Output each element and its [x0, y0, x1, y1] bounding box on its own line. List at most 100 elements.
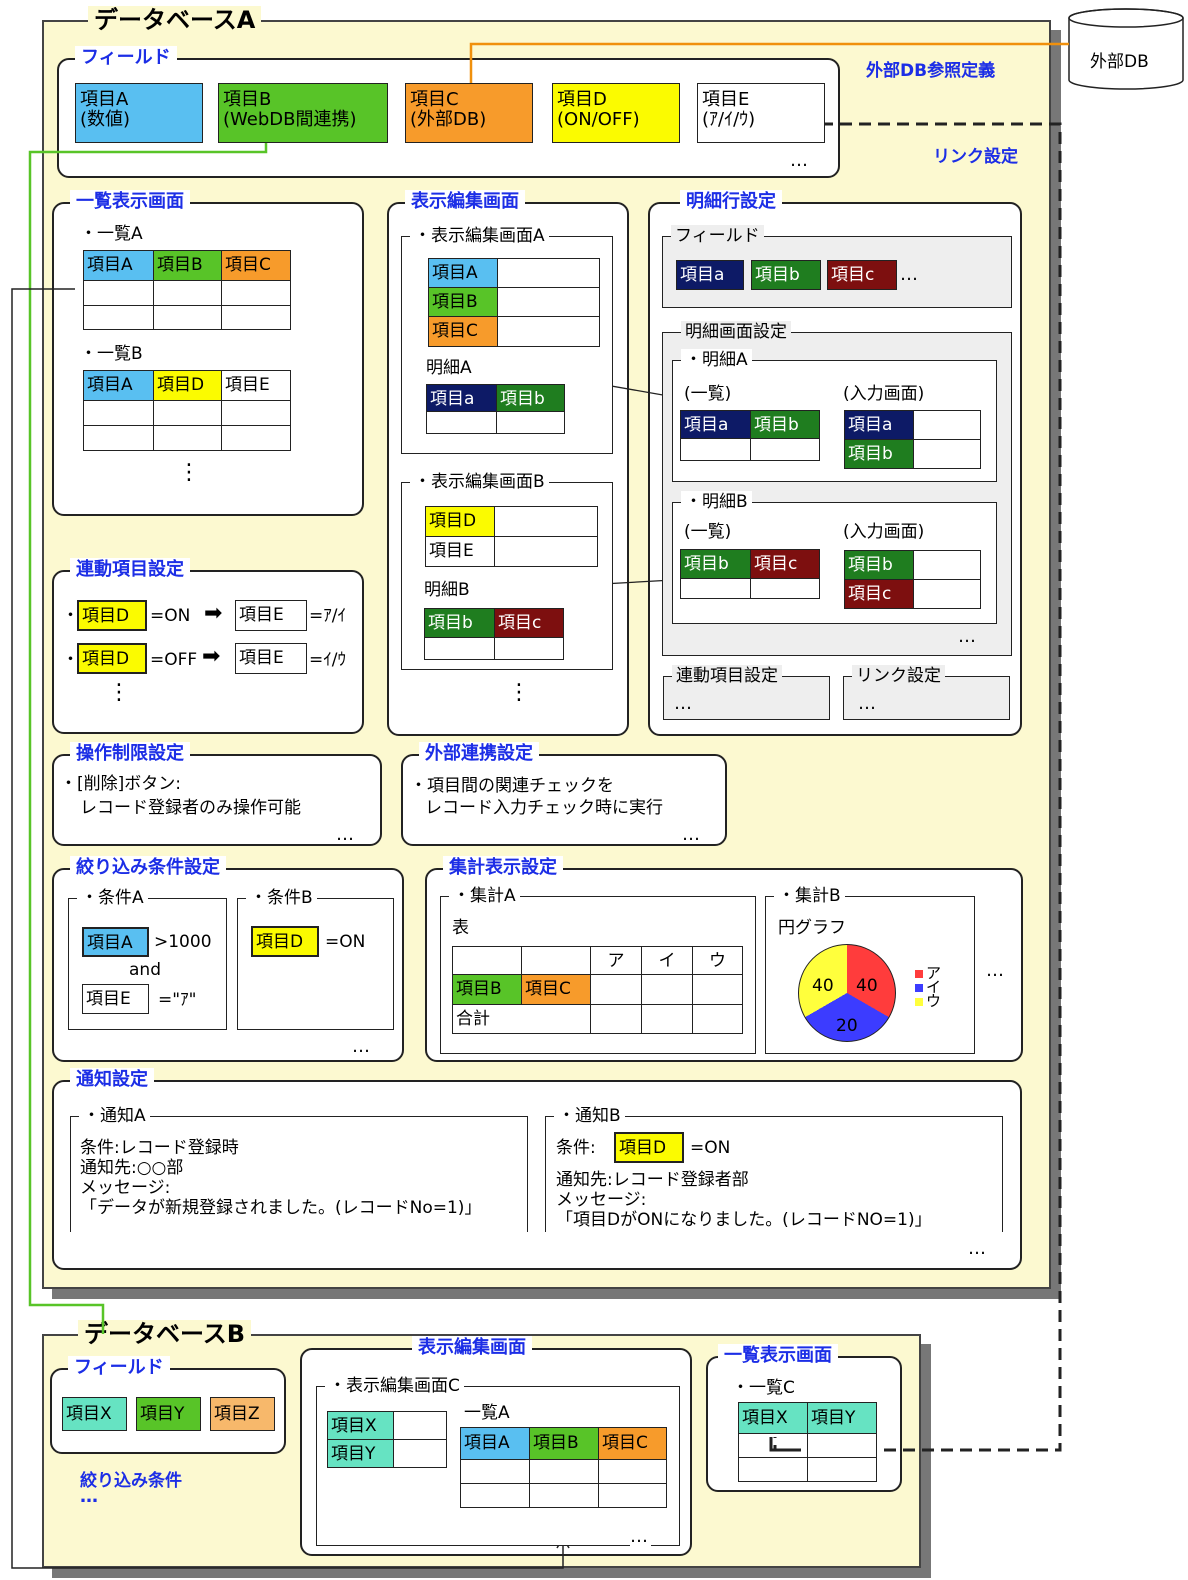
aggregate-table-cell: [452, 946, 522, 975]
operation-more: …: [336, 824, 357, 845]
filter-more: …: [352, 1036, 373, 1057]
edit-b-detail-header-2: 項目c: [494, 608, 564, 638]
db-b-filter-more: …: [80, 1486, 101, 1507]
detail-a-input-label: (入力画面): [843, 384, 925, 404]
detail-a-input-field-1: 項目a: [844, 410, 914, 440]
edit-screen-a-label: ・表示編集画面A: [410, 225, 549, 247]
detail-linked-label: 連動項目設定: [672, 665, 782, 687]
edit-a-value-3[interactable]: [497, 316, 600, 347]
external-def-label: 外部DB参照定義: [866, 61, 996, 81]
edit-c-field-x: 項目X: [327, 1411, 394, 1440]
detail-b-input-label: (入力画面): [843, 522, 925, 542]
detail-field-c: 項目c: [827, 260, 897, 290]
list-a-header-1: 項目A: [83, 250, 154, 281]
pie-label-i: 20: [836, 1016, 858, 1036]
field-a[interactable]: 項目A (数値): [75, 83, 203, 143]
detail-link-label: リンク設定: [852, 665, 945, 687]
edit-b-value-1[interactable]: [494, 506, 598, 537]
edit-a-value-1[interactable]: [497, 258, 600, 288]
edit-a-detail-header-1: 項目a: [426, 384, 497, 412]
db-b-field-y[interactable]: 項目Y: [136, 1397, 201, 1431]
detail-a-list-header-2: 項目b: [750, 410, 820, 439]
linked-r2-value: =ｲ/ｳ: [309, 650, 346, 670]
pie-legend: ア イ ウ: [915, 966, 941, 1009]
database-b-title: データベースB: [78, 1320, 252, 1348]
detail-b-list-label: (一覧): [684, 522, 732, 542]
detail-b-list-cell: [750, 578, 820, 599]
edit-screen-title: 表示編集画面: [405, 190, 525, 214]
pie-chart-title: 円グラフ: [778, 918, 846, 938]
list-c-cell: [807, 1457, 877, 1482]
detail-linked-setting: 連動項目設定 …: [663, 665, 830, 720]
edit-b-value-2[interactable]: [494, 536, 598, 567]
edit-c-value[interactable]: [393, 1411, 447, 1440]
notify-b-cond: =ON: [690, 1138, 731, 1158]
edit-c-list-header-1: 項目A: [460, 1427, 530, 1460]
aggregate-total: 合計: [452, 1004, 591, 1034]
notification-a-label: ・通知A: [79, 1105, 150, 1127]
list-b-label: ・一覧B: [80, 344, 143, 364]
field-e[interactable]: 項目E (ｱ/ｲ/ｳ): [697, 83, 825, 143]
condition-a-field: 項目A: [82, 927, 149, 957]
edit-c-field-y: 項目Y: [327, 1439, 394, 1468]
notify-a-line-2: 通知先:○○部: [80, 1158, 184, 1178]
aggregate-b-label: ・集計B: [774, 885, 845, 907]
condition-a-label: ・条件A: [77, 887, 148, 909]
list-a-cell: [221, 305, 291, 330]
db-b-field-z[interactable]: 項目Z: [210, 1397, 275, 1431]
field-c[interactable]: 項目C (外部DB): [405, 83, 533, 143]
detail-b-list-header-1: 項目b: [680, 549, 751, 579]
aggregate-row-field-2: 項目C: [521, 974, 591, 1005]
legend-swatch-i: [915, 984, 923, 992]
detail-b-input-value[interactable]: [913, 550, 981, 580]
linked-r2-field: 項目D: [77, 643, 147, 674]
list-c-label: ・一覧C: [732, 1378, 795, 1398]
detail-b-input-value[interactable]: [913, 579, 981, 609]
edit-a-detail-cell: [426, 411, 497, 434]
detail-a-list-label: (一覧): [684, 384, 732, 404]
edit-c-list-cell: [529, 1483, 599, 1508]
legend-swatch-u: [915, 998, 923, 1006]
linked-more: ⋮: [108, 682, 130, 704]
db-b-field-x[interactable]: 項目X: [62, 1397, 127, 1431]
list-a-cell: [153, 305, 222, 330]
filter-conditions-title: 絞り込み条件設定: [70, 856, 226, 880]
detail-b-list-cell: [680, 578, 751, 599]
edit-c-list-cell: [460, 1483, 530, 1508]
aggregate-table-cell: [521, 946, 591, 975]
detail-link-setting: リンク設定 …: [843, 665, 1010, 720]
linked-r1-cond: =ON: [150, 606, 191, 626]
detail-a-input-value[interactable]: [913, 439, 981, 469]
aggregate-a-label: ・集計A: [449, 885, 520, 907]
field-d[interactable]: 項目D (ON/OFF): [552, 83, 680, 143]
arrow-right-icon: ➡: [204, 601, 223, 626]
field-panel-title: フィールド: [75, 46, 177, 70]
detail-field-b: 項目b: [751, 260, 821, 290]
edit-a-detail-cell: [496, 411, 565, 434]
detail-a-input-value[interactable]: [913, 410, 981, 440]
list-b-cell: [83, 400, 154, 426]
aggregate-col-2: イ: [641, 946, 693, 975]
detail-a-list-cell: [680, 438, 751, 461]
notify-a-line-1: 条件:レコード登録時: [80, 1138, 239, 1158]
edit-b-detail-header-1: 項目b: [424, 608, 495, 638]
edit-b-detail-label: 明細B: [424, 580, 470, 600]
edit-a-value-2[interactable]: [497, 287, 600, 317]
edit-b-field-2: 項目E: [425, 536, 495, 567]
list-a-cell: [83, 280, 154, 306]
external-line-1: ・項目間の関連チェックを: [410, 776, 614, 796]
arrow-right-icon: ➡: [202, 644, 221, 669]
edit-c-list-header-2: 項目B: [529, 1427, 599, 1460]
link-setting-label: リンク設定: [933, 147, 1018, 167]
list-c-cell: [738, 1433, 808, 1458]
field-b[interactable]: 項目B (WebDB間連携): [218, 83, 388, 143]
edit-more: ⋮: [508, 682, 530, 704]
list-a-header-2: 項目B: [153, 250, 222, 281]
condition-a-cond: >1000: [154, 932, 212, 952]
edit-c-list-cell: [598, 1483, 667, 1508]
list-b-cell: [153, 425, 222, 451]
linked-r2-cond: =OFF: [150, 650, 198, 670]
detail-a-list-header-1: 項目a: [680, 410, 751, 439]
detail-screen-more: …: [958, 626, 979, 647]
edit-c-value[interactable]: [393, 1439, 447, 1468]
